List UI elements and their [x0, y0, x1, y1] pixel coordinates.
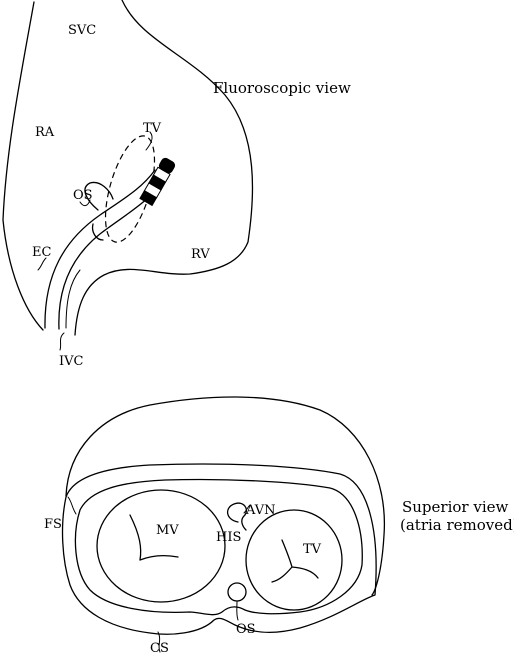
av-node-loop [227, 502, 248, 531]
caption-superior-line2: (atria removed) [400, 516, 514, 534]
catheter-electrode-tip [139, 157, 176, 207]
tricuspid-valve-ring-superior [245, 509, 343, 611]
cs-os-circle [227, 582, 247, 602]
label-ec: EC [32, 245, 51, 260]
inner-annulus-outline [74, 478, 363, 616]
fs-leader [67, 496, 77, 515]
label-avn: AVN [245, 503, 276, 518]
label-tv: TV [143, 121, 162, 136]
ivc-leader [59, 332, 65, 351]
fluoroscopic-view: SVC RA TV OS EC RV IVC Fluoroscopic view [2, 0, 351, 369]
label-ra: RA [35, 125, 55, 140]
label-his: HIS [216, 530, 241, 545]
outer-heart-outline [65, 396, 386, 596]
ec-leader [37, 257, 47, 271]
label-mv: MV [156, 523, 179, 538]
label-fs: FS [44, 517, 62, 532]
heart-outline [74, 0, 254, 336]
tricuspid-valve-leaflet [271, 539, 319, 583]
label-svc: SVC [68, 23, 96, 38]
label-os-superior: OS [236, 622, 256, 637]
mitral-valve-ring [96, 489, 226, 603]
superior-view: FS MV AVN HIS TV OS CS Superior view (at… [44, 396, 514, 656]
label-ivc: IVC [59, 354, 84, 369]
cs-leader [157, 631, 161, 653]
avn-leader [243, 504, 251, 514]
os-leader-superior [236, 600, 239, 621]
coronary-sinus-ostium-lower [91, 223, 104, 241]
label-tv-superior: TV [303, 542, 322, 557]
mitral-valve-leaflet [129, 514, 179, 561]
label-os: OS [73, 188, 93, 203]
tv-leader [145, 131, 153, 151]
catheter-lumen-line [65, 269, 81, 329]
ra-left-border [2, 1, 44, 331]
label-cs: CS [150, 641, 169, 654]
catheter-outer-wall [44, 169, 156, 329]
label-rv: RV [191, 247, 210, 262]
electrode-band [158, 157, 176, 174]
os-leader [79, 199, 91, 207]
av-groove-outline [61, 463, 377, 635]
caption-superior-line1: Superior view [402, 498, 509, 516]
caption-fluoroscopic: Fluoroscopic view [213, 79, 351, 97]
